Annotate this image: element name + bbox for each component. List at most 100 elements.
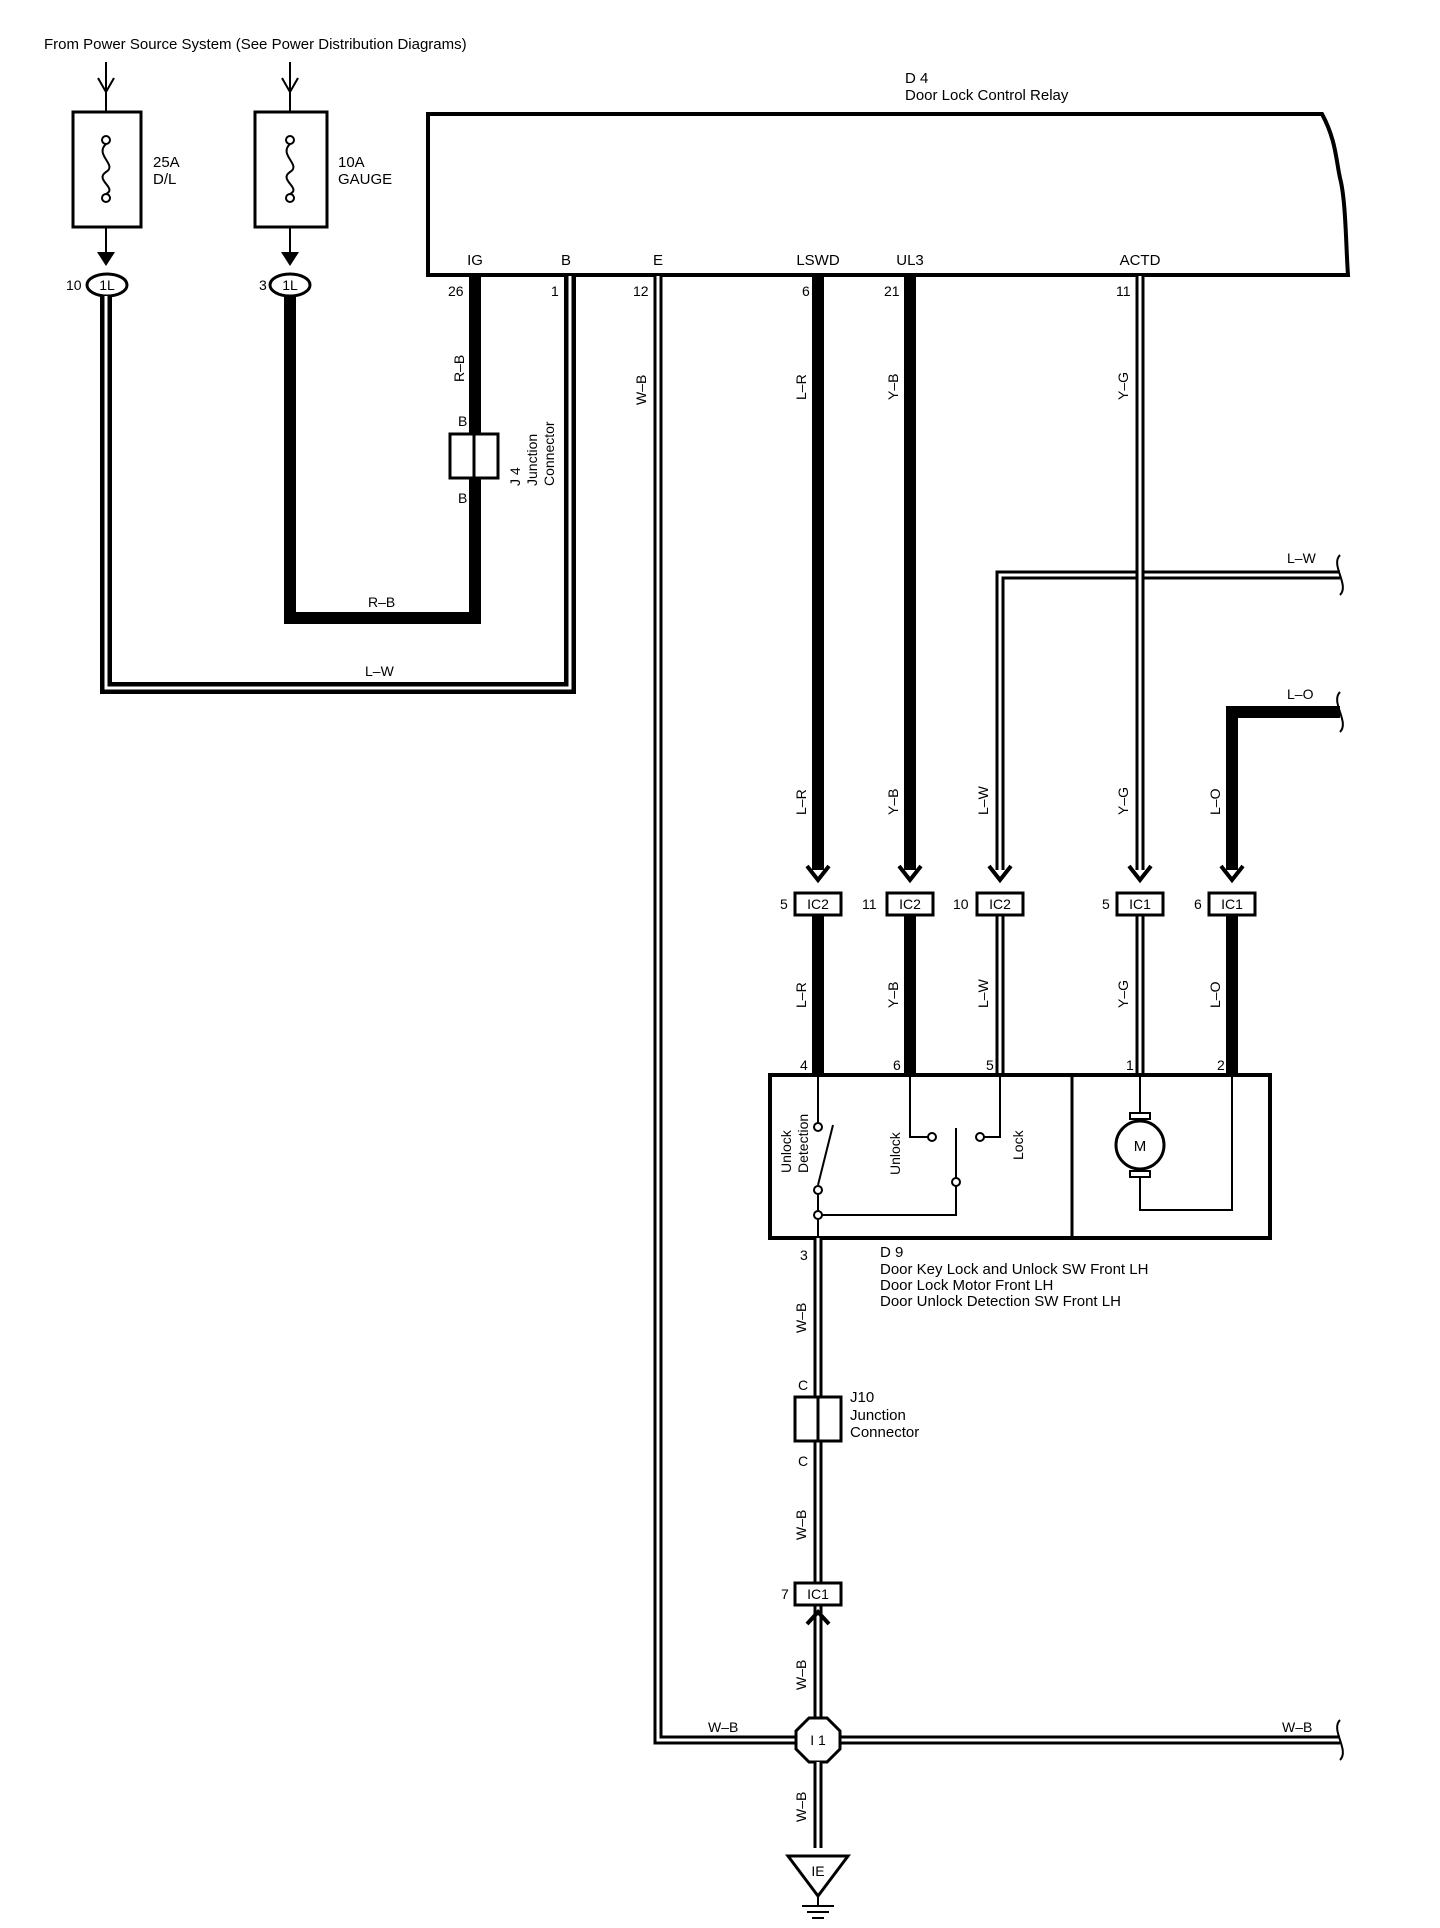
d9-pin-6: 6 bbox=[893, 1057, 901, 1073]
terminal-b: B bbox=[561, 252, 571, 269]
wire-lr: L–R L–R L–R bbox=[793, 276, 831, 1075]
wire-color-lw: L–W bbox=[1287, 550, 1317, 566]
wire-lw-feed: L–W bbox=[100, 276, 576, 694]
d9-pin-1: 1 bbox=[1126, 1057, 1134, 1073]
j4-name-1: Junction bbox=[524, 434, 540, 486]
ic-pin: 10 bbox=[953, 896, 969, 912]
wire-color-wb: W–B bbox=[708, 1719, 738, 1735]
wire-color-wb: W–B bbox=[793, 1792, 809, 1822]
door-lock-switch-motor-assembly: 4 6 5 1 2 3 Unlock Detection Unlock Lock… bbox=[768, 1057, 1272, 1263]
wire-color-lo: L–O bbox=[1207, 981, 1223, 1008]
ic-name: IC1 bbox=[1221, 896, 1243, 912]
wire-color-rb: R–B bbox=[368, 594, 395, 610]
unlock-switch-label: Unlock bbox=[887, 1131, 903, 1175]
wire-color-lw: L–W bbox=[365, 663, 395, 679]
j10-id: J10 bbox=[850, 1389, 874, 1406]
pin-12: 12 bbox=[633, 283, 649, 299]
d9-pin-2: 2 bbox=[1217, 1057, 1225, 1073]
d9-pin-4: 4 bbox=[800, 1057, 808, 1073]
wire-yb: Y–B Y–B Y–B bbox=[885, 276, 923, 1075]
wire-color-wb: W–B bbox=[793, 1510, 809, 1540]
j4-pin-top: B bbox=[458, 413, 467, 429]
terminal-ig: IG bbox=[467, 252, 483, 269]
fuse-rating: 10A bbox=[338, 154, 365, 171]
wire-color-wb: W–B bbox=[793, 1660, 809, 1690]
terminal-actd: ACTD bbox=[1120, 252, 1161, 269]
j10-pin-top: C bbox=[798, 1377, 808, 1393]
connector-pin: 3 bbox=[259, 277, 267, 293]
wire-lw-lock: L–W L–W L–W bbox=[975, 550, 1344, 1075]
wire-lo: L–O L–O L–O bbox=[1207, 686, 1344, 1075]
wire-color-yb: Y–B bbox=[885, 982, 901, 1008]
ic-name: IC2 bbox=[807, 896, 829, 912]
j4-pin-bottom: B bbox=[458, 490, 467, 506]
wire-color-lo: L–O bbox=[1287, 686, 1314, 702]
ic-pin: 11 bbox=[862, 896, 877, 912]
terminal-e: E bbox=[653, 252, 663, 269]
pin-21: 21 bbox=[884, 283, 900, 299]
wire-color-wb: W–B bbox=[1282, 1719, 1312, 1735]
ground-name: IE bbox=[811, 1863, 824, 1879]
ic-connector-lswd: IC2 5 bbox=[780, 891, 843, 917]
relay-id: D 4 bbox=[905, 70, 928, 87]
ic-name: IC2 bbox=[899, 896, 921, 912]
j10-pin-bottom: C bbox=[798, 1453, 808, 1469]
j10-name-2: Connector bbox=[850, 1424, 919, 1441]
connector-label: 1L bbox=[99, 277, 115, 293]
junction-connector-j10: C C J10 Junction Connector bbox=[793, 1377, 919, 1469]
wire-color-lo: L–O bbox=[1207, 788, 1223, 815]
wire-color-lw: L–W bbox=[975, 978, 991, 1008]
wire-color-lr: L–R bbox=[793, 374, 809, 400]
wire-color-wb: W–B bbox=[633, 375, 649, 405]
pin-1: 1 bbox=[551, 283, 559, 299]
pin-11: 11 bbox=[1116, 283, 1131, 299]
wire-color-yb: Y–B bbox=[885, 789, 901, 815]
pin-26: 26 bbox=[448, 283, 464, 299]
fuse-10a-gauge: 10A GAUGE bbox=[253, 62, 392, 266]
splice-name: I 1 bbox=[810, 1732, 826, 1748]
wire-color-lr: L–R bbox=[793, 982, 809, 1008]
connector-pin: 10 bbox=[66, 277, 82, 293]
wire-color-yg: Y–G bbox=[1115, 980, 1131, 1008]
motor-icon: M bbox=[1134, 1138, 1147, 1155]
ic-connector-lock: IC2 10 bbox=[953, 891, 1025, 917]
ic-name: IC1 bbox=[1129, 896, 1151, 912]
unlock-detection-label-2: Detection bbox=[795, 1114, 811, 1173]
ic-name: IC2 bbox=[989, 896, 1011, 912]
wire-wb-to-ground: W–B bbox=[793, 1762, 823, 1848]
ic-connector-ground: IC1 7 bbox=[781, 1581, 843, 1626]
power-source-note: From Power Source System (See Power Dist… bbox=[44, 36, 467, 53]
fuse-25a-dl: 25A D/L bbox=[71, 62, 180, 266]
splice-i1: I 1 bbox=[794, 1716, 842, 1764]
relay-name: Door Lock Control Relay bbox=[905, 87, 1069, 104]
d9-pin-5: 5 bbox=[986, 1057, 994, 1073]
wire-color-yg: Y–G bbox=[1115, 372, 1131, 400]
junction-connector-j4: B B J 4 Junction Connector bbox=[448, 413, 557, 506]
j4-id: J 4 bbox=[507, 467, 523, 486]
wire-color-yb: Y–B bbox=[885, 374, 901, 400]
wire-color-yg: Y–G bbox=[1115, 787, 1131, 815]
d9-line-3: Door Unlock Detection SW Front LH bbox=[880, 1293, 1121, 1310]
wire-color-lw: L–W bbox=[975, 785, 991, 815]
ic-pin: 5 bbox=[1102, 896, 1110, 912]
ic-pin: 7 bbox=[781, 1586, 789, 1602]
pin-6: 6 bbox=[802, 283, 810, 299]
wire-wb-switch-ground: W–B W–B W–B bbox=[793, 1238, 823, 1718]
connector-label: 1L bbox=[282, 277, 298, 293]
unlock-detection-label-1: Unlock bbox=[778, 1129, 794, 1173]
j4-name-2: Connector bbox=[541, 421, 557, 486]
wire-wb-relay-ground: W–B W–B bbox=[633, 276, 816, 1745]
fuse-rating: 25A bbox=[153, 154, 180, 171]
ic-pin: 5 bbox=[780, 896, 788, 912]
ic-connector-lo: IC1 6 bbox=[1194, 891, 1257, 917]
d9-pin-3: 3 bbox=[800, 1247, 808, 1263]
j10-name-1: Junction bbox=[850, 1407, 906, 1424]
wire-color-rb: R–B bbox=[451, 355, 467, 382]
wire-color-lr: L–R bbox=[793, 789, 809, 815]
wire-rb-feed: R–B R–B bbox=[284, 276, 481, 624]
fuse-name: D/L bbox=[153, 171, 176, 188]
d9-line-2: Door Lock Motor Front LH bbox=[880, 1277, 1053, 1294]
connector-1l-pin-10: 1L 10 bbox=[66, 272, 129, 298]
ground-ie: IE bbox=[785, 1854, 851, 1919]
